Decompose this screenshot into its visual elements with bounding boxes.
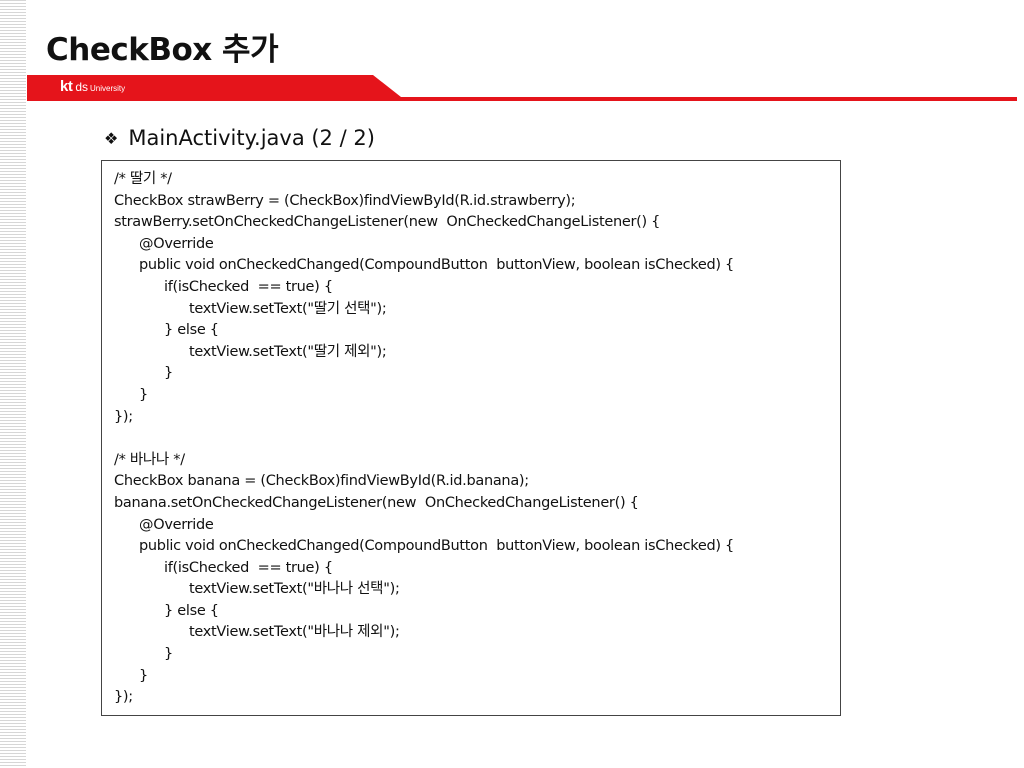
section-heading: ❖ MainActivity.java (2 / 2) (104, 126, 375, 150)
code-line: }); (114, 689, 133, 706)
section-heading-text: MainActivity.java (2 / 2) (128, 126, 375, 150)
code-line: textView.setText("바나나 제외"); (189, 624, 400, 641)
decorative-stripes (0, 0, 26, 768)
kt-ds-university-logo: kt ds University (60, 78, 126, 95)
code-line: if(isChecked == true) { (164, 278, 333, 295)
code-line: banana.setOnCheckedChangeListener(new On… (114, 494, 639, 511)
code-block: /* 딸기 */ CheckBox strawBerry = (CheckBox)… (101, 160, 841, 716)
code-line: textView.setText("딸기 제외"); (189, 343, 387, 360)
code-line: /* 바나나 */ (114, 451, 185, 468)
code-line: @Override (139, 516, 214, 533)
code-line: } (164, 365, 173, 382)
code-line: } else { (164, 322, 219, 339)
code-line: @Override (139, 235, 214, 252)
code-line: if(isChecked == true) { (164, 559, 333, 576)
code-line: } (164, 646, 173, 663)
code-line: public void onCheckedChanged(CompoundBut… (139, 257, 734, 274)
diamond-bullet-icon: ❖ (104, 128, 119, 148)
brand-banner (27, 75, 1017, 101)
code-line: public void onCheckedChanged(CompoundBut… (139, 538, 734, 555)
code-line: /* 딸기 */ (114, 171, 172, 187)
code-line: } (139, 386, 148, 403)
code-line (114, 428, 840, 450)
code-line: CheckBox banana = (CheckBox)findViewById… (114, 473, 529, 490)
code-line: } else { (164, 602, 219, 619)
code-line: }); (114, 408, 133, 425)
code-line: CheckBox strawBerry = (CheckBox)findView… (114, 192, 576, 209)
code-line: strawBerry.setOnCheckedChangeListener(ne… (114, 214, 661, 231)
code-line: textView.setText("딸기 선택"); (189, 300, 387, 317)
slide-title: CheckBox 추가 (46, 32, 279, 68)
code-line: textView.setText("바나나 선택"); (189, 581, 400, 598)
code-line: } (139, 667, 148, 684)
